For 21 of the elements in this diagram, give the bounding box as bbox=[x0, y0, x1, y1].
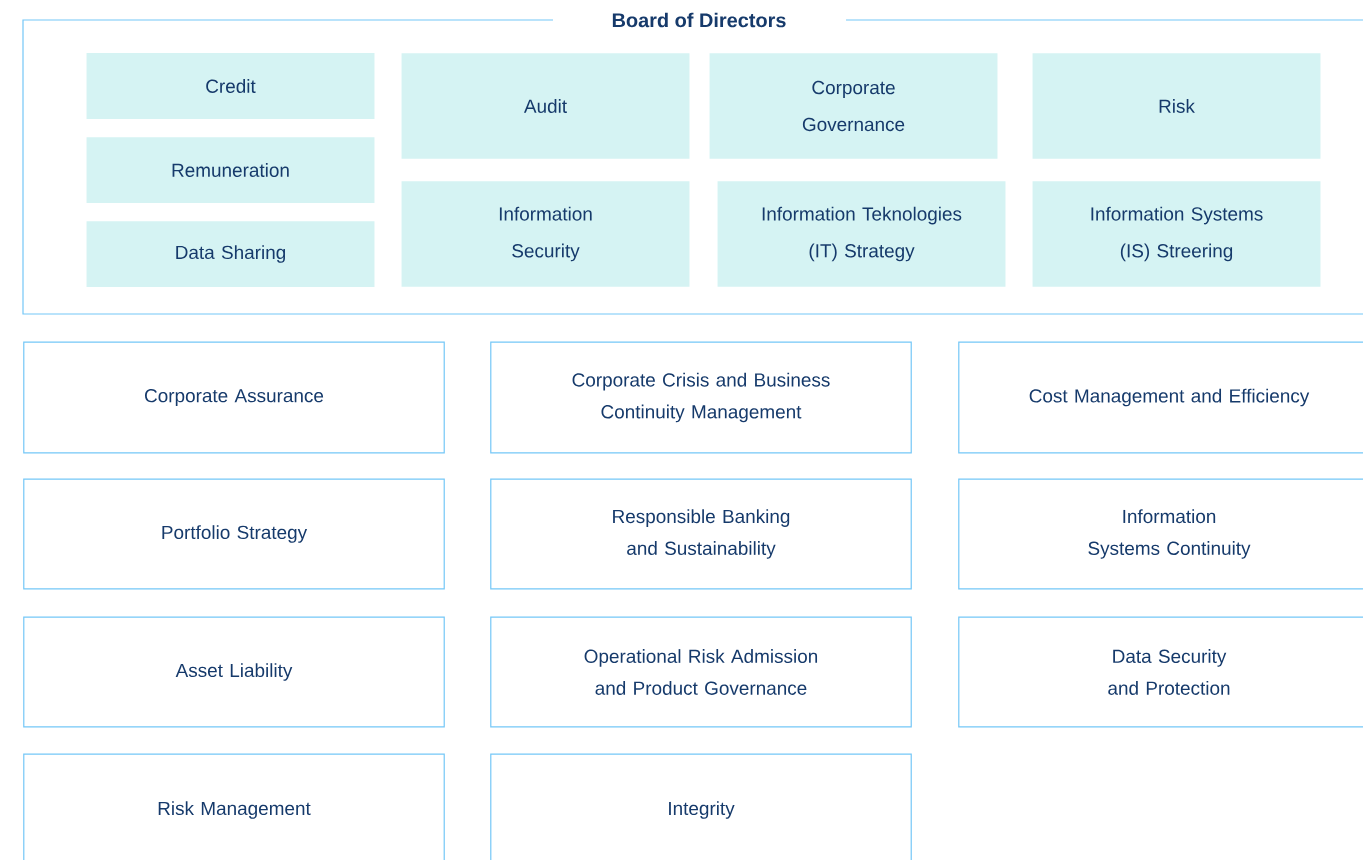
committee-box: Responsible Banking and Sustainability bbox=[490, 478, 912, 590]
committee-box: Corporate Assurance bbox=[23, 341, 445, 454]
committee-box: Risk bbox=[1032, 53, 1321, 159]
committee-box: Corporate Governance bbox=[709, 53, 998, 159]
committee-box: Information Systems (IS) Streering bbox=[1032, 181, 1321, 287]
committee-box: Remuneration bbox=[86, 137, 375, 203]
committee-box: Asset Liability bbox=[23, 616, 445, 728]
committee-box: Operational Risk Admission and Product Governance bbox=[490, 616, 912, 728]
committee-box: Risk Management bbox=[23, 753, 445, 860]
committee-box: Information Security bbox=[401, 181, 690, 287]
committee-box: Information Systems Continuity bbox=[958, 478, 1363, 590]
committee-box: Data Sharing bbox=[86, 221, 375, 287]
committee-box: Information Teknologies (IT) Strategy bbox=[717, 181, 1006, 287]
committee-box: Corporate Crisis and Business Continuity Management bbox=[490, 341, 912, 454]
committee-box: Integrity bbox=[490, 753, 912, 860]
committee-box: Audit bbox=[401, 53, 690, 159]
committee-box: Portfolio Strategy bbox=[23, 478, 445, 590]
committee-box: Credit bbox=[86, 53, 375, 119]
committee-box: Cost Management and Efficiency bbox=[958, 341, 1363, 454]
committee-box: Data Security and Protection bbox=[958, 616, 1363, 728]
frame-heading: Board of Directors bbox=[612, 12, 786, 28]
